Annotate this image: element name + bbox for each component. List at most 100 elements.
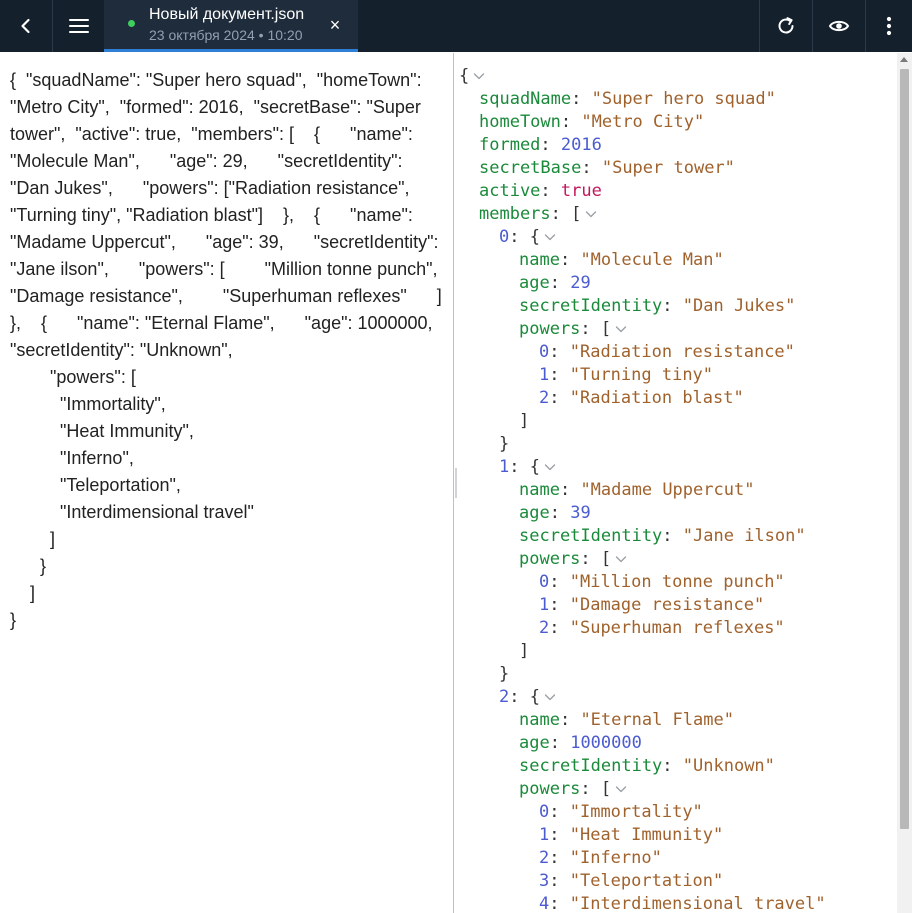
collapse-chevron-icon[interactable] xyxy=(543,231,557,243)
tree-bracket: { xyxy=(529,226,540,247)
refresh-icon xyxy=(778,17,794,34)
json-tree-view: {squadName: "Super hero squad"homeTown: … xyxy=(457,53,897,913)
tree-line: 0: "Million tonne punch" xyxy=(539,571,785,594)
tree-index: 1 xyxy=(539,594,550,615)
tree-line: age: 29 xyxy=(519,272,591,295)
scrollbar-thumb[interactable] xyxy=(900,69,909,829)
tree-key: powers xyxy=(519,548,581,569)
tree-line: secretBase: "Super tower" xyxy=(479,157,735,180)
tree-bracket: [ xyxy=(571,203,582,224)
tree-line: secretIdentity: "Dan Jukes" xyxy=(519,295,795,318)
tree-value: 29 xyxy=(570,272,591,293)
tree-colon: : xyxy=(540,134,561,155)
tree-value: "Teleportation" xyxy=(569,870,724,891)
document-tab[interactable]: Новый документ.json 23 октября 2024 • 10… xyxy=(104,0,358,52)
pane-resize-handle[interactable] xyxy=(455,468,457,498)
tree-colon: : xyxy=(549,801,570,822)
tree-colon: : xyxy=(549,870,570,891)
tree-key: powers xyxy=(519,778,581,799)
back-button[interactable] xyxy=(0,0,52,52)
tree-value: "Heat Immunity" xyxy=(569,824,724,845)
collapse-chevron-icon[interactable] xyxy=(543,461,557,473)
tree-value: "Interdimensional travel" xyxy=(569,893,826,913)
toolbar-separator xyxy=(812,0,813,52)
tree-value: true xyxy=(560,180,602,201)
scroll-up-arrow-icon[interactable] xyxy=(900,57,908,62)
active-tab-indicator xyxy=(104,49,358,52)
tree-line: 1: { xyxy=(499,456,557,479)
collapse-chevron-icon[interactable] xyxy=(614,323,628,335)
tree-colon: : xyxy=(559,249,581,270)
tree-line: 1: "Heat Immunity" xyxy=(539,824,723,847)
collapse-chevron-icon[interactable] xyxy=(584,208,598,220)
tree-index: 3 xyxy=(539,870,550,891)
tree-bracket: [ xyxy=(600,548,612,569)
close-tab-button[interactable]: × xyxy=(326,16,344,34)
toolbar-separator xyxy=(759,0,760,52)
chevron-left-icon xyxy=(21,18,30,34)
tree-colon: : xyxy=(549,571,570,592)
tree-line: 2: "Inferno" xyxy=(539,847,662,870)
preview-button[interactable] xyxy=(813,0,865,52)
tree-colon: : xyxy=(540,180,561,201)
tree-value: "Damage resistance" xyxy=(569,594,765,615)
tree-scrollbar[interactable] xyxy=(897,53,912,913)
tab-title: Новый документ.json xyxy=(149,6,305,23)
collapse-chevron-icon[interactable] xyxy=(614,783,628,795)
tree-colon: : xyxy=(549,387,570,408)
eye-icon xyxy=(828,20,850,32)
tree-colon: : xyxy=(549,594,570,615)
collapse-chevron-icon[interactable] xyxy=(543,691,557,703)
tree-colon: : xyxy=(559,479,581,500)
refresh-button[interactable] xyxy=(760,0,812,52)
tree-line: 3: "Teleportation" xyxy=(539,870,723,893)
tree-key: active xyxy=(479,180,541,201)
tree-index: 2 xyxy=(539,387,550,408)
tree-line: secretIdentity: "Unknown" xyxy=(519,755,775,778)
tree-line: 0: { xyxy=(499,226,557,249)
tree-value: "Molecule Man" xyxy=(580,249,724,270)
raw-text-editor[interactable]: { "squadName": "Super hero squad", "home… xyxy=(0,53,454,913)
collapse-chevron-icon[interactable] xyxy=(472,70,486,82)
tree-colon: : xyxy=(549,732,571,753)
tree-value: "Dan Jukes" xyxy=(682,295,796,316)
tree-line: squadName: "Super hero squad" xyxy=(479,88,776,111)
tree-key: name xyxy=(519,249,560,270)
tree-value: "Jane ilson" xyxy=(682,525,806,546)
tree-index: 0 xyxy=(539,571,550,592)
tree-index: 0 xyxy=(539,801,550,822)
tree-value: 39 xyxy=(570,502,591,523)
menu-button[interactable] xyxy=(53,0,104,52)
tree-key: age xyxy=(519,732,550,753)
tree-value: "Eternal Flame" xyxy=(580,709,734,730)
tree-colon: : xyxy=(662,525,683,546)
tree-key: squadName xyxy=(479,88,572,109)
tree-value: "Super tower" xyxy=(601,157,735,178)
top-toolbar: Новый документ.json 23 октября 2024 • 10… xyxy=(0,0,912,52)
more-button[interactable] xyxy=(866,0,912,52)
tree-colon: : xyxy=(509,686,530,707)
tree-key: powers xyxy=(519,318,581,339)
tree-bracket: ] xyxy=(519,640,530,661)
tree-line: secretIdentity: "Jane ilson" xyxy=(519,525,806,548)
tree-line: name: "Madame Uppercut" xyxy=(519,479,754,502)
tree-line: powers: [ xyxy=(519,548,628,571)
tree-index: 1 xyxy=(499,456,510,477)
tree-line: } xyxy=(499,663,509,686)
tree-colon: : xyxy=(580,318,601,339)
raw-json-text[interactable]: { "squadName": "Super hero squad", "home… xyxy=(10,70,442,630)
tree-line: active: true xyxy=(479,180,602,203)
tree-line: age: 39 xyxy=(519,502,591,525)
tree-key: secretIdentity xyxy=(519,295,663,316)
tree-line: ] xyxy=(519,640,529,663)
tree-line: 0: "Radiation resistance" xyxy=(539,341,795,364)
tree-colon: : xyxy=(549,893,570,913)
tree-bracket: [ xyxy=(600,778,612,799)
toolbar-separator xyxy=(865,0,866,52)
tree-colon: : xyxy=(509,226,530,247)
tree-bracket: } xyxy=(499,433,510,454)
tree-key: age xyxy=(519,272,550,293)
tree-colon: : xyxy=(549,617,570,638)
collapse-chevron-icon[interactable] xyxy=(614,553,628,565)
tree-colon: : xyxy=(580,548,601,569)
